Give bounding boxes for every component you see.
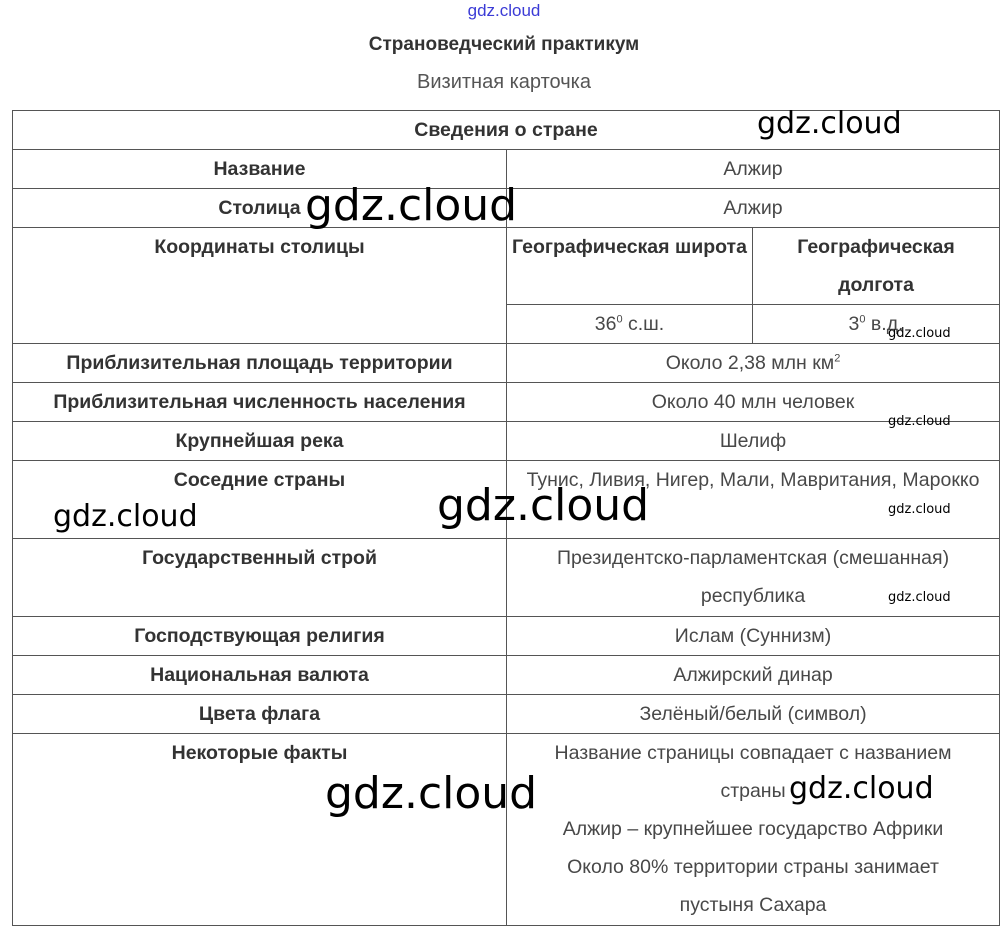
row-label: Приблизительная численность населения [12,382,507,422]
fact-item: Название страницы совпадает с названием … [554,742,952,802]
row-label: Координаты столицы [12,227,507,344]
row-value: Зелёный/белый (символ) [505,694,1001,734]
row-label: Столица [12,188,507,228]
row-value: Алжир [505,188,1001,228]
row-label: Государственный строй [12,538,507,617]
row-label: Господствующая религия [12,616,507,656]
fact-item: Около 80% территории страны занимает пус… [567,856,939,916]
row-value: Алжирский динар [505,655,1001,695]
longitude-value: 30 в.д. [751,304,1001,344]
row-value: Название страницы совпадает с названием … [505,733,1001,926]
row-value: Около 2,38 млн км2 [505,343,1001,383]
watermark: gdz.cloud [757,106,902,141]
page-subtitle: Визитная карточка [417,71,591,93]
row-value: Тунис, Ливия, Нигер, Мали, Мавритания, М… [505,460,1001,539]
row-label: Соседние страны [12,460,507,539]
watermark: gdz.cloud [789,771,934,806]
table-row: Координаты столицы Географическая широта… [12,227,1001,344]
watermark: gdz.cloud [53,499,198,534]
page-title: Страноведческий практикум [368,34,640,55]
row-label: Некоторые факты [12,733,507,926]
watermark: gdz.cloud [888,590,951,605]
row-label: Приблизительная площадь территории [12,343,507,383]
watermark: gdz.cloud [888,502,951,517]
watermark: gdz.cloud [325,768,538,819]
watermark: gdz.cloud [305,180,518,231]
fact-item: Алжир – крупнейшее государство Африки [562,818,944,840]
latitude-header: Географическая широта [506,227,753,305]
longitude-header: Географическая долгота [751,227,1001,305]
watermark: gdz.cloud [888,326,951,341]
row-value: Алжир [505,149,1001,189]
watermark-top: gdz.cloud [467,1,541,20]
row-label: Национальная валюта [12,655,507,695]
row-value: Ислам (Суннизм) [505,616,1001,656]
table-header: Сведения о стране [11,110,1001,150]
row-label: Название [12,149,507,189]
watermark: gdz.cloud [888,414,951,429]
table-row: Некоторые факты Название страницы совпад… [12,733,1001,926]
row-label: Цвета флага [12,694,507,734]
watermark: gdz.cloud [437,480,650,531]
latitude-value: 360 с.ш. [506,304,753,344]
row-label: Крупнейшая река [12,421,507,461]
